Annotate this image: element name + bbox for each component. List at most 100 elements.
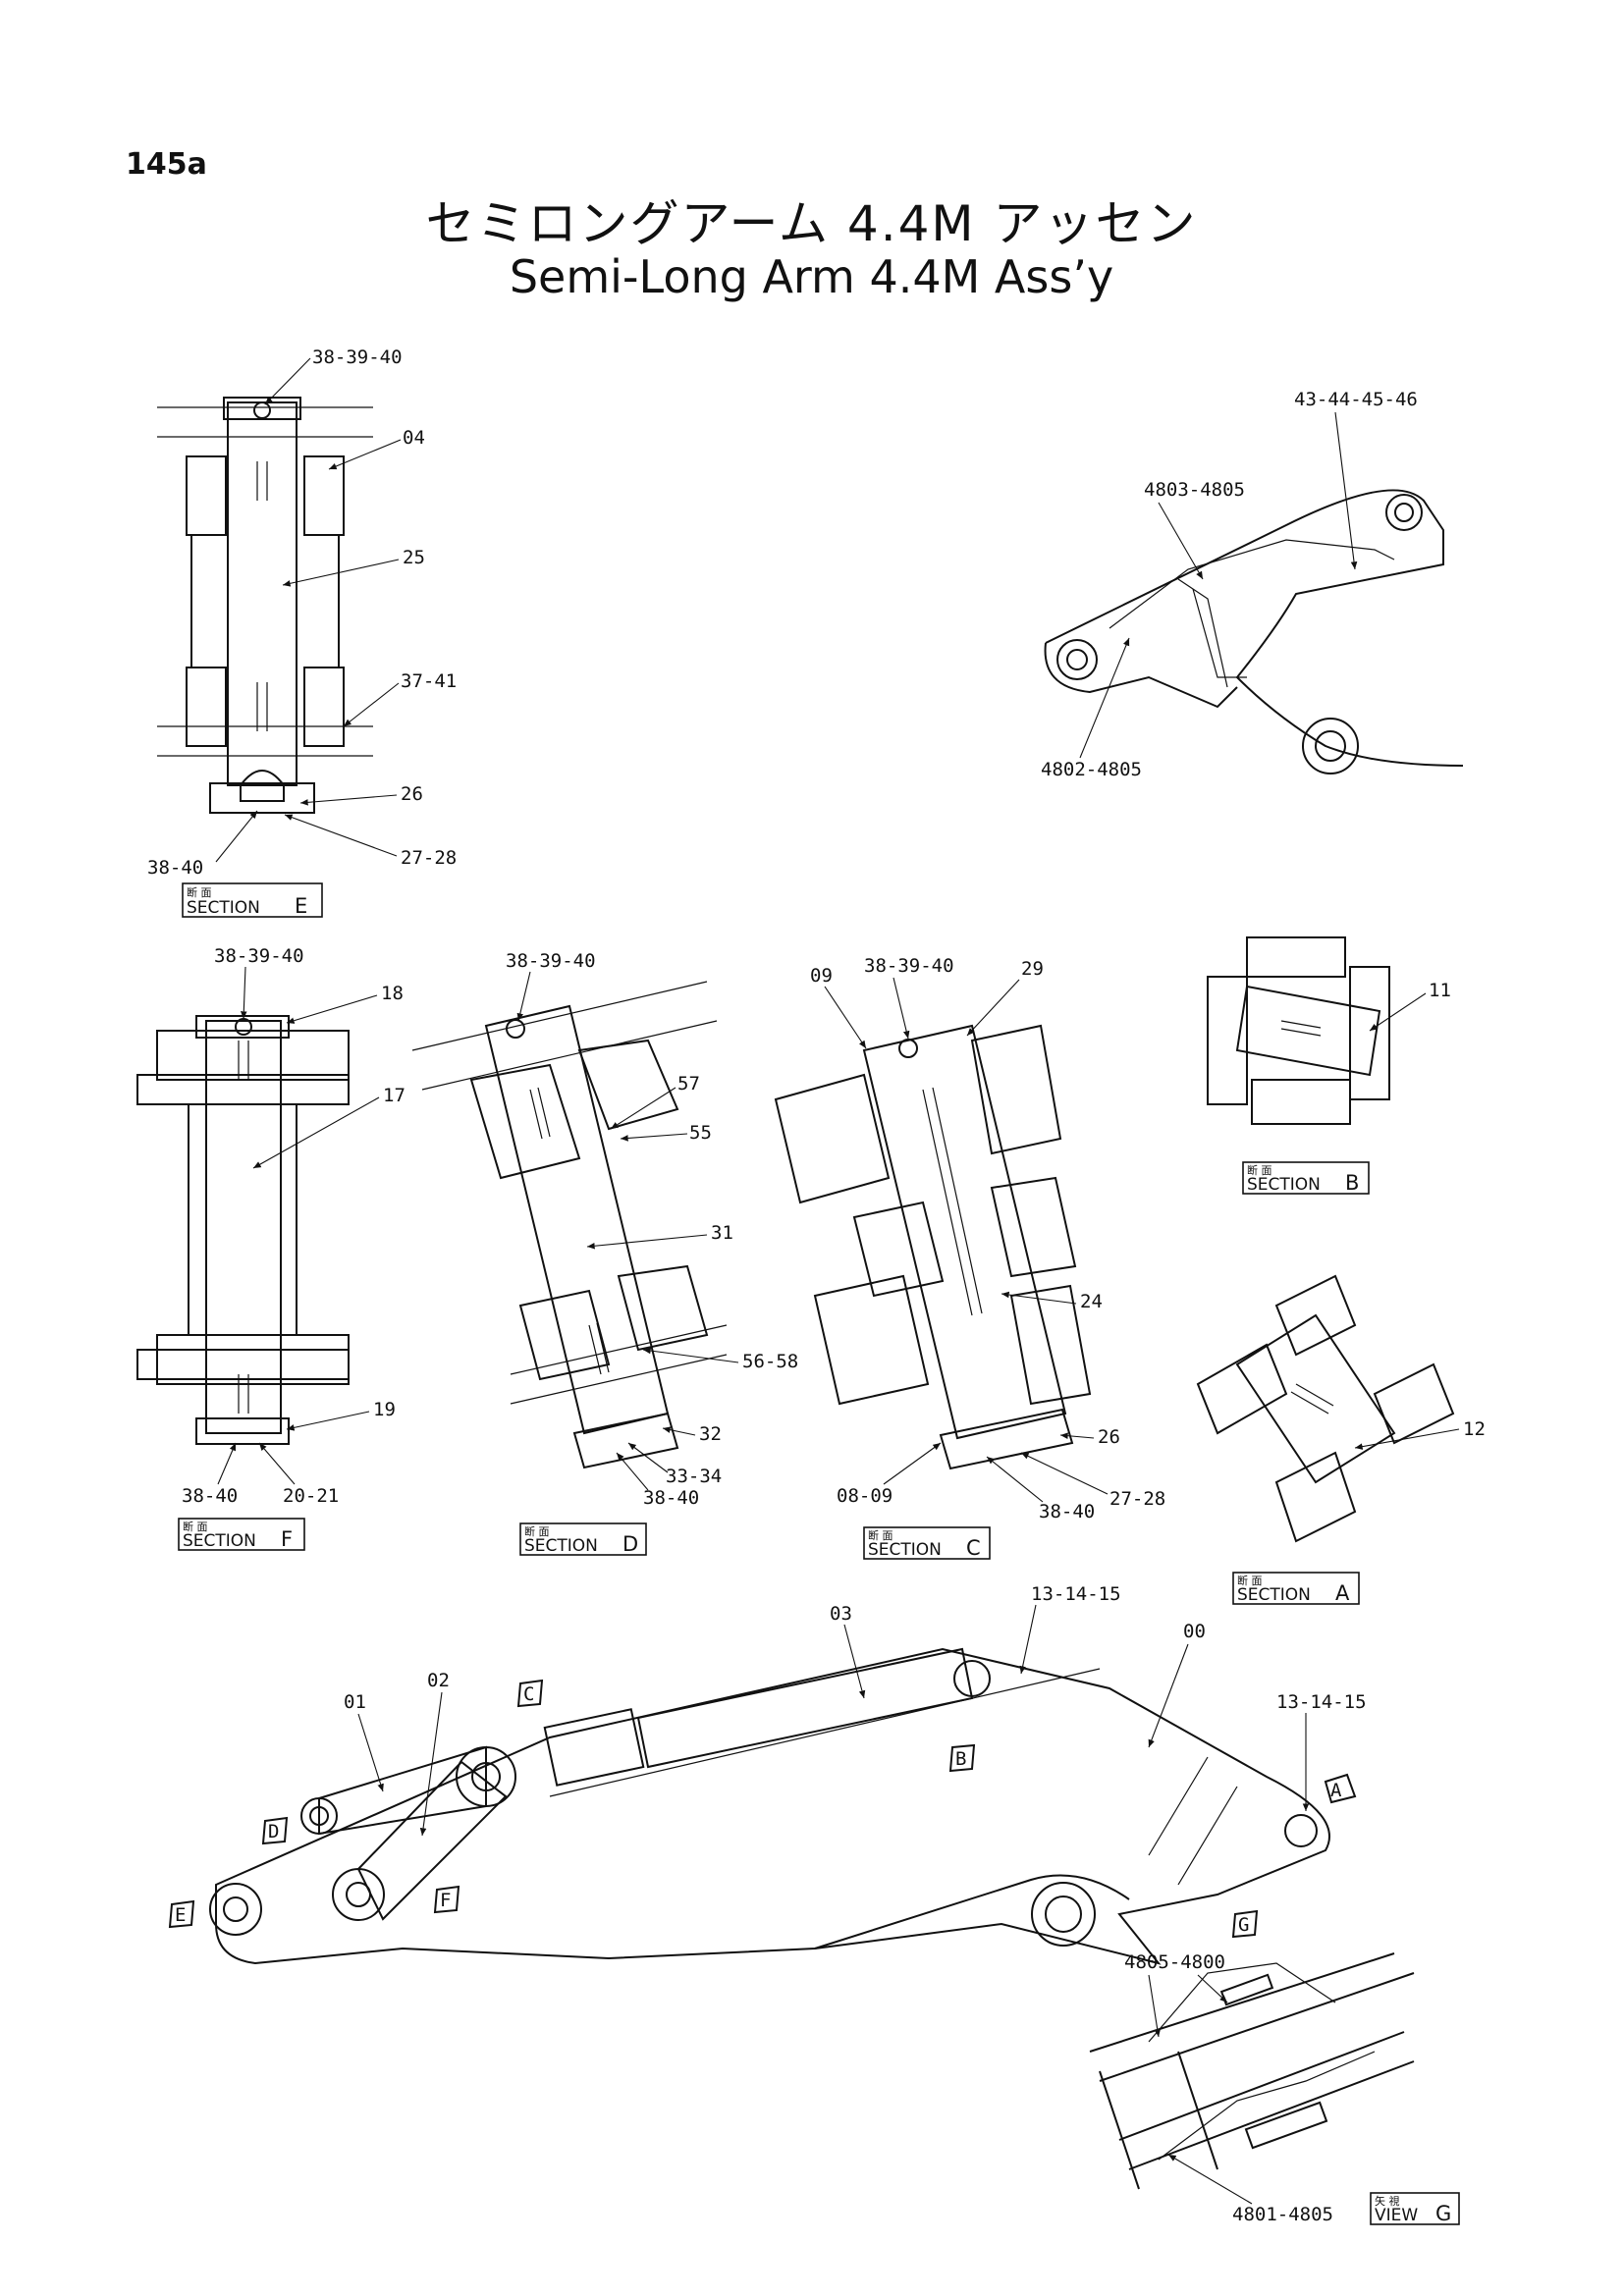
- callout-33-34: 33-34: [666, 1466, 722, 1487]
- svg-text:G: G: [1435, 2202, 1451, 2225]
- callout-55: 55: [689, 1122, 712, 1144]
- callout-18: 18: [381, 983, 404, 1004]
- callout-02: 02: [427, 1670, 450, 1691]
- callout-09: 09: [810, 965, 833, 987]
- section-d-label: 断 面 SECTION D: [519, 1522, 647, 1556]
- callout-29: 29: [1021, 958, 1044, 980]
- callout-12: 12: [1463, 1418, 1486, 1440]
- callout-d-38-40: 38-40: [643, 1487, 699, 1509]
- callout-m-13-14-15-b: 13-14-15: [1276, 1691, 1367, 1713]
- svg-text:B: B: [1345, 1171, 1359, 1195]
- svg-text:E: E: [295, 894, 307, 918]
- section-f-label: 断 面 SECTION F: [178, 1518, 305, 1551]
- section-b-drawing: [1207, 936, 1390, 1125]
- callout-11: 11: [1429, 980, 1451, 1001]
- svg-text:断 面: 断 面: [187, 885, 212, 899]
- view-marker-b: B: [955, 1748, 966, 1770]
- section-c-drawing: [774, 1024, 1092, 1470]
- callout-4802-4805: 4802-4805: [1041, 759, 1142, 780]
- callout-24: 24: [1080, 1291, 1103, 1312]
- callout-03: 03: [830, 1603, 852, 1625]
- callout-m-13-14-15-a: 13-14-15: [1031, 1583, 1121, 1605]
- callout-38-40: 38-40: [147, 857, 203, 879]
- callout-4801-4805: 4801-4805: [1232, 2204, 1333, 2225]
- callout-c-26: 26: [1098, 1426, 1120, 1448]
- svg-text:SECTION: SECTION: [868, 1540, 942, 1560]
- svg-text:D: D: [622, 1532, 638, 1556]
- view-marker-f: F: [440, 1890, 451, 1911]
- callout-38-39-40: 38-39-40: [312, 347, 403, 368]
- callout-c-27-28: 27-28: [1109, 1488, 1165, 1510]
- svg-text:断 面: 断 面: [183, 1520, 208, 1533]
- view-g-drawing: [1089, 1952, 1415, 2190]
- callout-56-58: 56-58: [742, 1351, 798, 1372]
- view-marker-d: D: [268, 1821, 279, 1842]
- callout-19: 19: [373, 1399, 396, 1420]
- section-e-label: 断 面 SECTION E: [182, 882, 323, 918]
- arm-hose-callouts: 43-44-45-46 4803-4805 4802-4805: [1041, 389, 1418, 780]
- callout-25: 25: [403, 547, 425, 568]
- callout-c-38-39-40: 38-39-40: [864, 955, 954, 977]
- callout-00: 00: [1183, 1621, 1206, 1642]
- svg-text:A: A: [1335, 1581, 1350, 1605]
- view-markers: A B C D E F G: [168, 1679, 1357, 1939]
- svg-text:断 面: 断 面: [868, 1528, 893, 1542]
- svg-text:SECTION: SECTION: [524, 1536, 598, 1556]
- svg-text:断 面: 断 面: [524, 1524, 550, 1538]
- section-a-drawing: [1196, 1274, 1455, 1543]
- svg-text:F: F: [281, 1527, 293, 1551]
- section-a-callouts: 12: [1354, 1418, 1486, 1450]
- svg-text:断 面: 断 面: [1247, 1163, 1272, 1177]
- callout-f-38-39-40: 38-39-40: [214, 945, 304, 967]
- section-d-drawing: [411, 981, 728, 1469]
- arm-hose-detail: [1044, 489, 1464, 774]
- callout-32: 32: [699, 1423, 722, 1445]
- view-g-label: 矢 視 VIEW G: [1370, 2192, 1460, 2225]
- svg-text:SECTION: SECTION: [1247, 1175, 1321, 1195]
- page-number: 145a: [126, 147, 207, 182]
- view-marker-a: A: [1330, 1780, 1342, 1801]
- section-f-drawing: [136, 1015, 350, 1445]
- svg-text:C: C: [966, 1536, 981, 1560]
- callout-08-09: 08-09: [837, 1485, 893, 1507]
- view-marker-e: E: [175, 1904, 186, 1926]
- svg-text:断 面: 断 面: [1237, 1574, 1263, 1587]
- section-a-label: 断 面 SECTION A: [1232, 1572, 1360, 1605]
- section-c-callouts: 09 38-39-40 29 24 26 27-28 08-09 38-40: [810, 955, 1165, 1522]
- callout-37-41: 37-41: [401, 670, 457, 692]
- view-g-callouts: 4805-4800 4801-4805: [1124, 1951, 1333, 2225]
- section-b-label: 断 面 SECTION B: [1242, 1161, 1370, 1195]
- callout-17: 17: [383, 1085, 406, 1106]
- section-e-callouts: 38-39-40 04 25 37-41 26 27-28 38-40: [147, 347, 457, 879]
- section-b-callouts: 11: [1369, 980, 1451, 1032]
- title-japanese: セミロングアーム 4.4M アッセン: [425, 195, 1198, 252]
- callout-01: 01: [344, 1691, 366, 1713]
- callout-26: 26: [401, 783, 423, 805]
- section-f-callouts: 38-39-40 18 17 19 38-40 20-21: [182, 945, 406, 1507]
- svg-text:SECTION: SECTION: [1237, 1585, 1311, 1605]
- main-arm-callouts: 03 13-14-15 00 13-14-15 01 02: [344, 1583, 1367, 1837]
- callout-27-28: 27-28: [401, 847, 457, 869]
- callout-31: 31: [711, 1222, 733, 1244]
- section-e-drawing: [157, 397, 373, 814]
- callout-57: 57: [677, 1073, 700, 1095]
- main-arm-drawing: [209, 1647, 1330, 1965]
- svg-text:矢 視: 矢 視: [1375, 2194, 1400, 2208]
- callout-4805-4800: 4805-4800: [1124, 1951, 1225, 1973]
- title-english: Semi-Long Arm 4.4M Ass’y: [509, 250, 1114, 303]
- svg-text:SECTION: SECTION: [183, 1531, 256, 1551]
- svg-text:VIEW: VIEW: [1375, 2206, 1418, 2225]
- section-c-label: 断 面 SECTION C: [863, 1526, 991, 1560]
- view-marker-g: G: [1238, 1914, 1249, 1936]
- callout-04: 04: [403, 427, 425, 449]
- section-d-callouts: 38-39-40 57 55 31 56-58 32 33-34 38-40: [506, 950, 798, 1509]
- callout-d-38-39-40: 38-39-40: [506, 950, 596, 972]
- callout-43-44-45-46: 43-44-45-46: [1294, 389, 1418, 410]
- svg-text:SECTION: SECTION: [187, 898, 260, 918]
- callout-c-38-40: 38-40: [1039, 1501, 1095, 1522]
- callout-f-38-40: 38-40: [182, 1485, 238, 1507]
- view-marker-c: C: [523, 1683, 534, 1705]
- callout-20-21: 20-21: [283, 1485, 339, 1507]
- callout-4803-4805: 4803-4805: [1144, 479, 1245, 501]
